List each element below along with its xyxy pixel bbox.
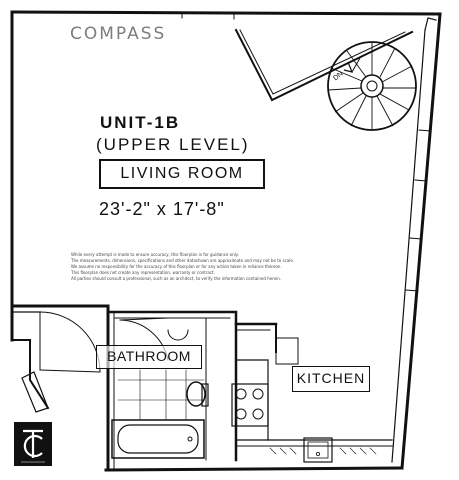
bathroom-label: BATHROOM — [96, 345, 202, 369]
room-dimensions: 23'-2" x 17'-8" — [99, 199, 225, 219]
tc-monogram-logo — [14, 422, 52, 466]
unit-title: UNIT-1B — [100, 113, 181, 132]
disclaimer-line: All parties should consult a professiona… — [71, 276, 282, 282]
kitchen-label: KITCHEN — [292, 366, 370, 392]
disclaimer-line: While every attempt is made to ensure ac… — [71, 252, 239, 257]
spiral-stair-icon — [327, 41, 417, 131]
disclaimer-line: The measurements, dimensions, specificat… — [71, 258, 295, 264]
disclaimer-line: We assume no responsibility for the accu… — [71, 264, 282, 270]
brand-logo-text: COMPASS — [70, 24, 167, 44]
living-room-label: LIVING ROOM — [99, 159, 265, 189]
exterior-wall-top — [10, 10, 442, 16]
disclaimer: While every attempt is made to ensure ac… — [71, 252, 371, 282]
disclaimer-line: This floorplan does not create any repre… — [71, 270, 215, 276]
unit-subtitle: (UPPER LEVEL) — [96, 135, 250, 154]
stair-direction-label: DN — [332, 70, 344, 82]
exterior-wall-right — [400, 12, 442, 470]
exterior-wall-bottom — [104, 466, 404, 472]
